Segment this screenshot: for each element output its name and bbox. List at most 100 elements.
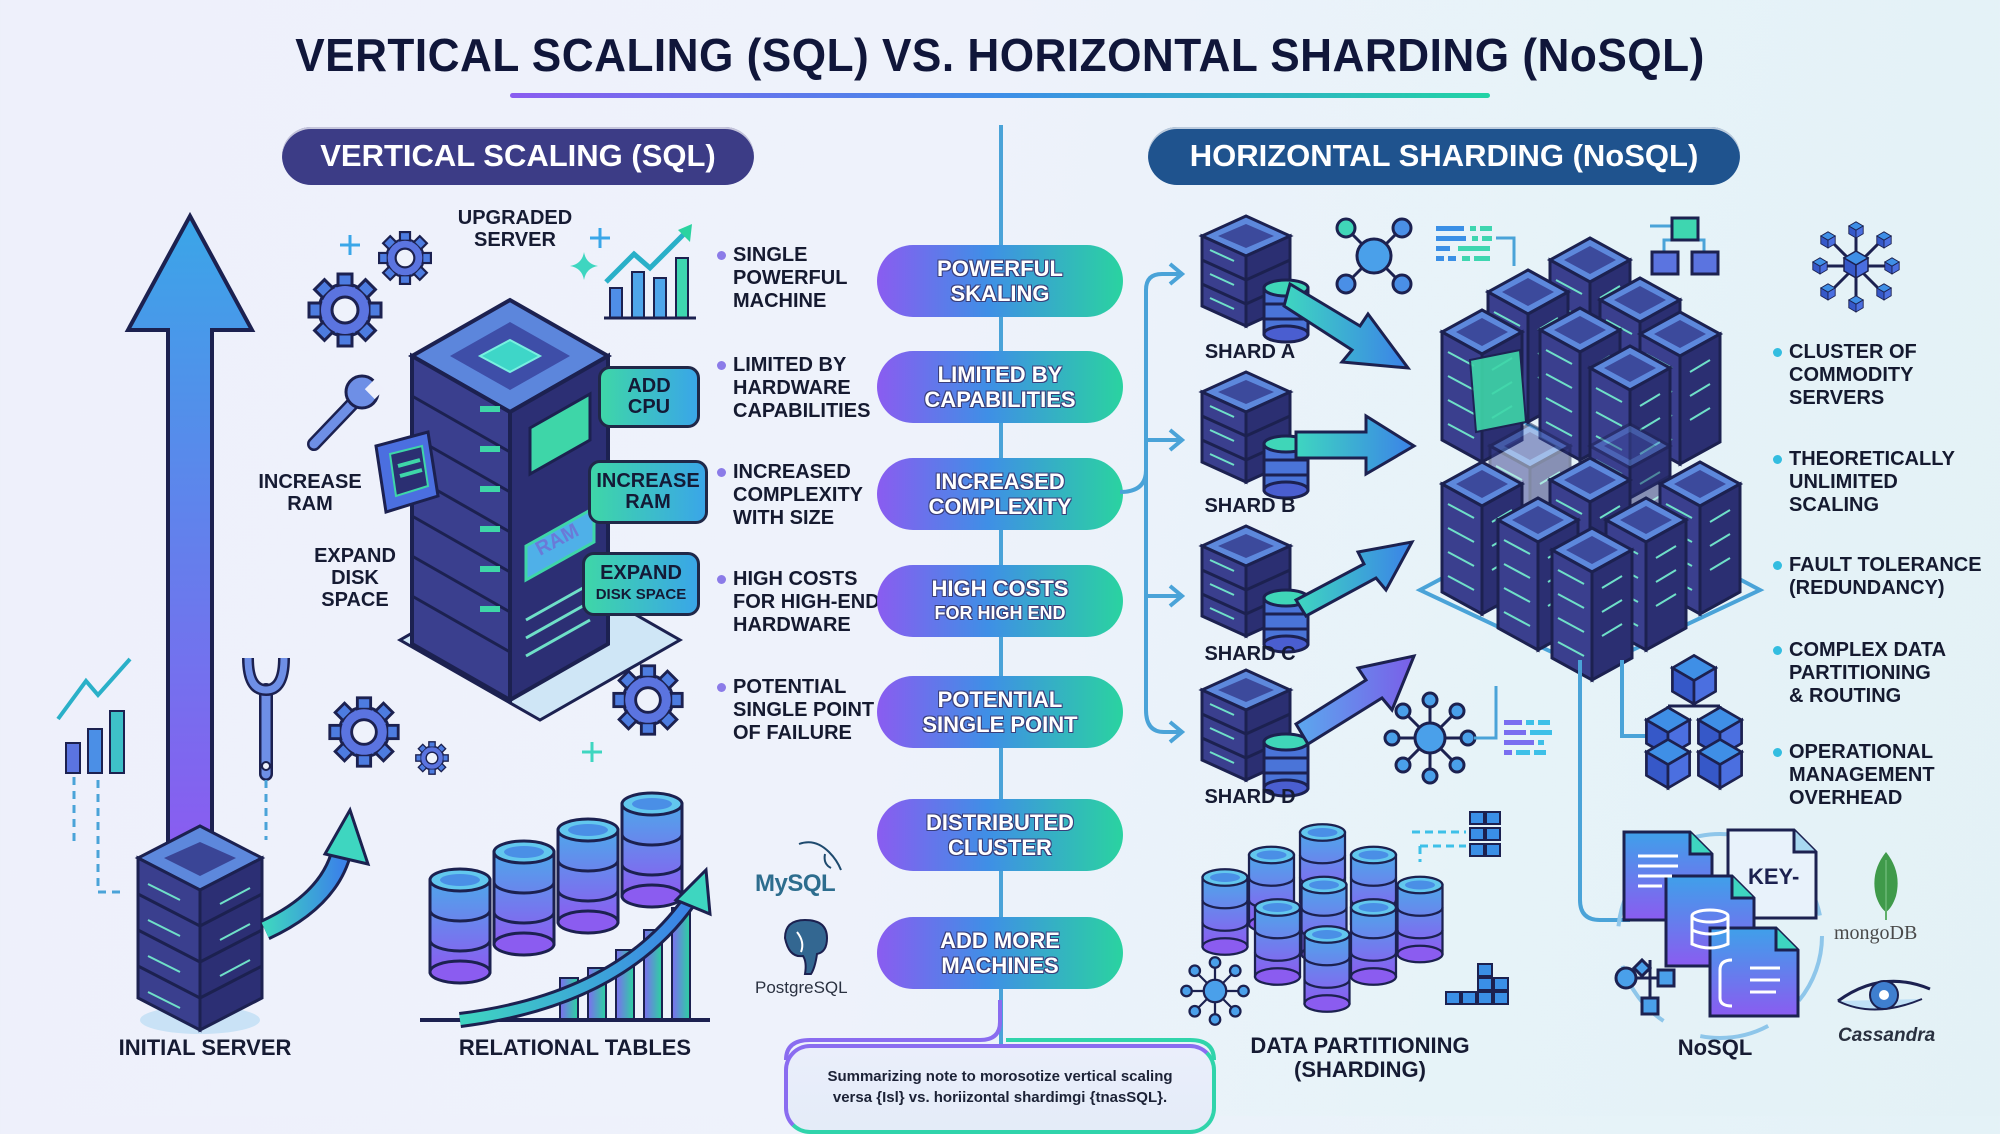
cluster-to-nosql-connector [1578,660,1630,922]
bullet-dot [1773,455,1782,464]
bullet-dot [1773,561,1782,570]
bullet-line: & ROUTING [1789,685,1902,707]
vertical-bullet: LIMITED BY HARDWARE CAPABILITIES [717,354,871,423]
data-partitioning-icon [1201,811,1509,1013]
growth-chart-icon [604,224,696,320]
upgraded-server-label: UPGRADED SERVER [440,207,590,251]
label-line: DATA PARTITIONING [1250,1033,1470,1058]
gear-icon [328,696,400,768]
sparkle-icon [570,252,598,280]
bullet-line: COMPLEX DATA [1789,639,1947,661]
bullet-line: SCALING [1789,494,1879,516]
label-line: INCREASE [258,471,362,493]
increase-ram-callout: INCREASE RAM [588,460,708,524]
shard-distribution-bracket [1119,262,1186,744]
bullet-line: OPERATIONAL [1789,741,1934,763]
bullet-line: LIMITED BY [733,354,847,376]
bullet-line: COMPLEXITY [733,484,864,506]
shard-arrow-icon [1293,653,1417,747]
relational-tables-icon [420,791,712,1028]
shard-a-icon [1200,214,1310,344]
vertical-bullet: HIGH COSTS FOR HIGH-END HARDWARE [717,568,880,637]
horizontal-sharding-header: HORIZONTAL SHARDING (NoSQL) [1148,127,1740,185]
shard-c-icon [1200,524,1310,654]
center-pill-potential-single-point: POTENTIAL SINGLE POINT [877,676,1123,748]
label-line: SPACE [321,589,389,611]
bullet-dot [1773,748,1782,757]
shard-arrow-icon [1294,413,1417,477]
center-pill-distributed-cluster: DISTRIBUTED CLUSTER [877,799,1123,871]
cube-network-icon [1812,221,1900,313]
expand-disk-callout: EXPAND DISK SPACE [582,552,700,616]
pill-line: DISTRIBUTED [926,810,1074,835]
bullet-dot [717,251,726,260]
bullet-line: HARDWARE [733,614,851,636]
network-hub-icon [1383,691,1477,785]
pill-line: SINGLE POINT [922,712,1078,737]
cube-hierarchy-icon [1620,654,1743,790]
shard-arrow-icon [1282,281,1412,370]
network-hub-icon [1335,217,1413,295]
bullet-line: SINGLE POINT [733,699,875,721]
bullet-line: INCREASED [733,461,851,483]
bullet-line: CAPABILITIES [733,400,871,422]
bullet-dot [717,575,726,584]
server-cluster-icon [1415,236,1765,682]
bullet-line: OVERHEAD [1789,787,1903,809]
hierarchy-icon [1650,216,1720,276]
gear-icon [378,231,432,285]
pill-line: COMPLEXITY [928,494,1072,519]
center-pill-powerful-scaling: POWERFUL SKALING [877,245,1123,317]
growth-chart-icon [56,657,132,845]
pill-line: CAPABILITIES [924,387,1076,412]
summary-connector [784,1000,1216,1061]
bullet-line: HIGH COSTS [733,568,858,590]
bullet-dot [717,683,726,692]
mongodb-logo-text: mongoDB [1834,922,1918,944]
bullet-line: POWERFUL [733,267,848,289]
callout-line: ADD [627,375,671,397]
bullet-line: CLUSTER OF [1789,341,1917,363]
postgresql-logo-text: PostgreSQL [755,978,848,997]
bullet-line: (REDUNDANCY) [1789,577,1945,599]
callout-line: INCREASE [596,470,700,492]
center-pill-limited-by-capabilities: LIMITED BY CAPABILITIES [877,351,1123,423]
summary-note: Summarizing note to morosotize vertical … [784,1044,1216,1134]
gear-icon [612,664,684,736]
nosql-label: NoSQL [1677,1035,1753,1060]
dolphin-icon [798,841,842,871]
bullet-line: COMMODITY [1789,364,1914,386]
pill-line: FOR HIGH END [934,603,1066,623]
gear-icon [415,741,449,775]
relational-tables-label: RELATIONAL TABLES [458,1035,692,1060]
pill-line: SKALING [950,281,1050,306]
vertical-bullet: SINGLE POWERFUL MACHINE [717,244,848,313]
data-partitioning-label: DATA PARTITIONING (SHARDING) [1210,1034,1510,1082]
horizontal-bullet: CLUSTER OF COMMODITY SERVERS [1773,341,1917,410]
shard-b-icon [1200,370,1310,500]
upgraded-server-tower-icon: RAM [396,297,684,722]
horizontal-bullet: OPERATIONAL MANAGEMENT OVERHEAD [1773,741,1935,810]
bullet-line: MACHINE [733,290,827,312]
bullet-dot [1773,646,1782,655]
callout-line: DISK SPACE [595,586,687,603]
network-hub-icon [1180,956,1250,1026]
shard-d-icon [1200,668,1310,798]
pill-line: MACHINES [941,953,1059,978]
bullet-dot [717,468,726,477]
pill-line: POTENTIAL [937,687,1063,712]
summary-line: Summarizing note to morosotize vertical … [827,1068,1173,1085]
page-title: VERTICAL SCALING (SQL) VS. HORIZONTAL SH… [295,29,1705,81]
label-line: EXPAND [314,545,396,567]
bullet-line: HARDWARE [733,377,851,399]
pill-line: POWERFUL [937,256,1063,281]
pill-line: CLUSTER [948,835,1052,860]
shard-arrow-icon [1293,539,1415,618]
sparkle-icon [340,235,360,255]
callout-line: RAM [625,491,671,513]
pill-line: LIMITED BY [937,362,1063,387]
label-line: SERVER [474,229,556,251]
add-cpu-callout: ADD CPU [598,366,700,428]
mongodb-leaf-icon [1874,852,1898,920]
vertical-scaling-header: VERTICAL SCALING (SQL) [282,127,754,185]
